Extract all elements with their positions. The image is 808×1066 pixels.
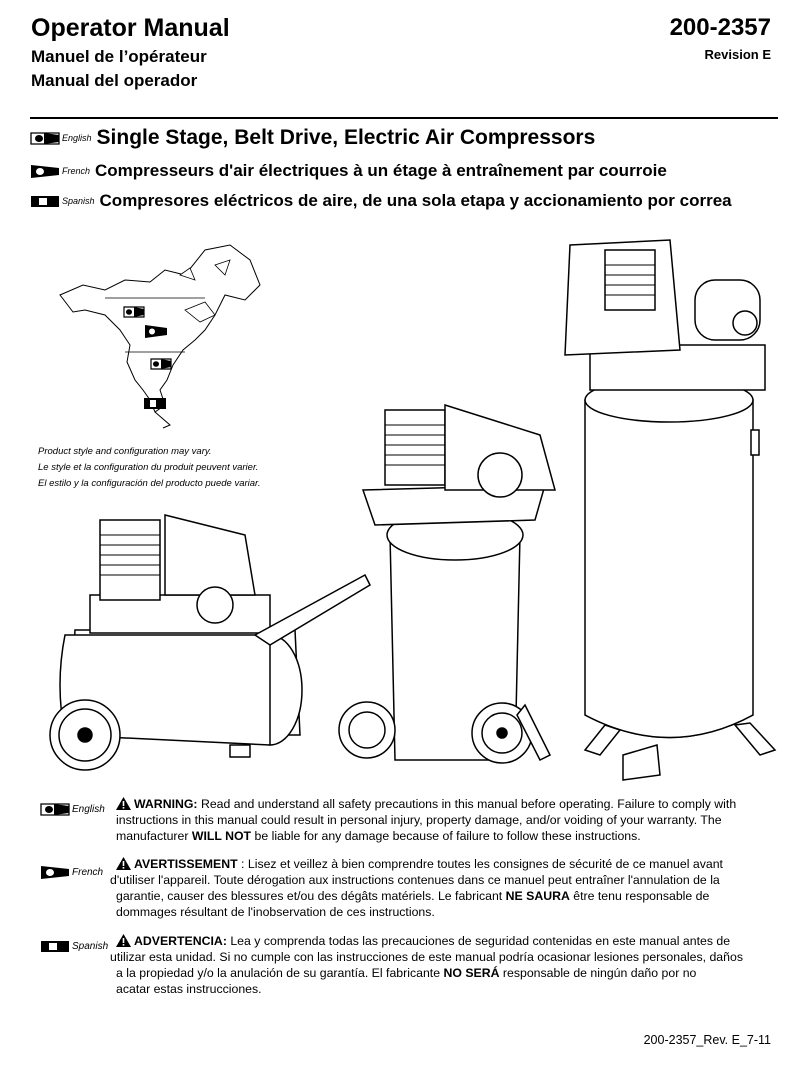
header-divider xyxy=(30,117,778,119)
warning-text: manufacturer xyxy=(116,829,192,843)
warning-emphasis: NO SERÁ xyxy=(443,966,500,980)
heading-spanish-row: Spanish Compresores eléctricos de aire, … xyxy=(30,191,732,211)
air-compressor-illustrations xyxy=(49,239,777,781)
warning-triangle-icon xyxy=(116,934,131,947)
language-flag-french-icon xyxy=(41,866,69,879)
warning-french-line-1: AVERTISSEMENT : Lisez et veillez à bien … xyxy=(116,856,723,872)
warning-english-flag: English xyxy=(40,803,105,816)
warning-french-line-4: dommages résultant de l'inobservation de… xyxy=(116,905,435,919)
manual-title-french: Manuel de l’opérateur xyxy=(31,47,207,66)
warning-lang-label: English xyxy=(72,804,105,815)
warning-french-line-3: garantie, causer des blessures et/ou des… xyxy=(116,888,709,904)
language-flag-english-icon xyxy=(30,131,60,145)
language-flag-french-icon xyxy=(31,164,59,178)
warning-triangle-icon xyxy=(116,857,131,870)
product-note-french: Le style et la configuration du produit … xyxy=(38,462,259,473)
warning-text: garantie, causer des blessures et/ou des… xyxy=(116,889,506,903)
manual-title-spanish: Manual del operador xyxy=(31,71,198,90)
warning-french-line-2: d'utiliser l'appareil. Toute dérogation … xyxy=(110,873,720,887)
heading-spanish: Compresores eléctricos de aire, de una s… xyxy=(99,191,732,210)
heading-french-row: French Compresseurs d'air électriques à … xyxy=(30,161,667,181)
footer-doc-revision: 200-2357_Rev. E_7-11 xyxy=(643,1033,771,1047)
product-note-english: Product style and configuration may vary… xyxy=(38,446,212,457)
warning-spanish-line-1: ADVERTENCIA: Lea y comprenda todas las p… xyxy=(116,933,730,949)
warning-french-flag: French xyxy=(40,866,103,879)
product-note-spanish: El estilo y la configuración del product… xyxy=(38,478,261,489)
warning-emphasis: WILL NOT xyxy=(191,829,252,843)
language-flag-spanish-icon xyxy=(41,941,69,952)
warning-spanish-line-3: a la propiedad y/o la anulación de su ga… xyxy=(116,965,696,981)
warning-lang-label: French xyxy=(72,867,104,878)
heading-lang-label: French xyxy=(62,166,91,176)
heading-french: Compresseurs d'air électriques à un étag… xyxy=(95,161,667,180)
warning-label: AVERTISSEMENT xyxy=(134,857,238,871)
language-flag-english-icon xyxy=(40,803,70,816)
warning-text: responsable de ningún daño por no xyxy=(499,966,697,980)
tall-vertical-compressor-illustration xyxy=(564,239,777,781)
warning-text: Read and understand all safety precautio… xyxy=(197,797,737,811)
warning-text: a la propiedad y/o la anulación de su ga… xyxy=(116,966,444,980)
warning-triangle-icon xyxy=(116,797,131,810)
warning-emphasis: NE SAURA xyxy=(505,889,570,903)
manual-title-english: Operator Manual xyxy=(31,14,230,42)
warning-text: : Lisez et veillez à bien comprendre tou… xyxy=(237,857,723,871)
heading-english: Single Stage, Belt Drive, Electric Air C… xyxy=(96,126,596,149)
heading-lang-label: English xyxy=(62,133,92,143)
medium-vertical-compressor-illustration xyxy=(338,403,556,764)
warning-text: être tenu responsable de xyxy=(569,889,710,903)
warning-english-line-1: WARNING: Read and understand all safety … xyxy=(116,796,736,812)
revision-label: Revision E xyxy=(704,47,771,62)
document-number: 200-2357 xyxy=(669,14,771,41)
warning-text: be liable for any damage because of fail… xyxy=(251,829,641,843)
north-america-map xyxy=(59,244,261,429)
warning-spanish-line-2: utilizar esta unidad. Si no cumple con l… xyxy=(110,950,743,964)
warning-lang-label: Spanish xyxy=(72,941,109,952)
warning-english-line-3: manufacturer WILL NOT be liable for any … xyxy=(116,828,641,844)
horizontal-compressor-illustration xyxy=(49,514,371,771)
warning-spanish-flag: Spanish xyxy=(40,940,108,953)
warning-spanish-line-4: acatar estas instrucciones. xyxy=(116,982,262,996)
heading-english-row: English Single Stage, Belt Drive, Electr… xyxy=(30,126,595,150)
language-flag-spanish-icon xyxy=(31,195,59,207)
warning-label: WARNING: xyxy=(134,797,198,811)
heading-lang-label: Spanish xyxy=(62,196,95,206)
warning-text: Lea y comprenda todas las precauciones d… xyxy=(226,934,731,948)
warning-english-line-2: instructions in this manual could result… xyxy=(116,813,722,827)
warning-label: ADVERTENCIA: xyxy=(134,934,227,948)
